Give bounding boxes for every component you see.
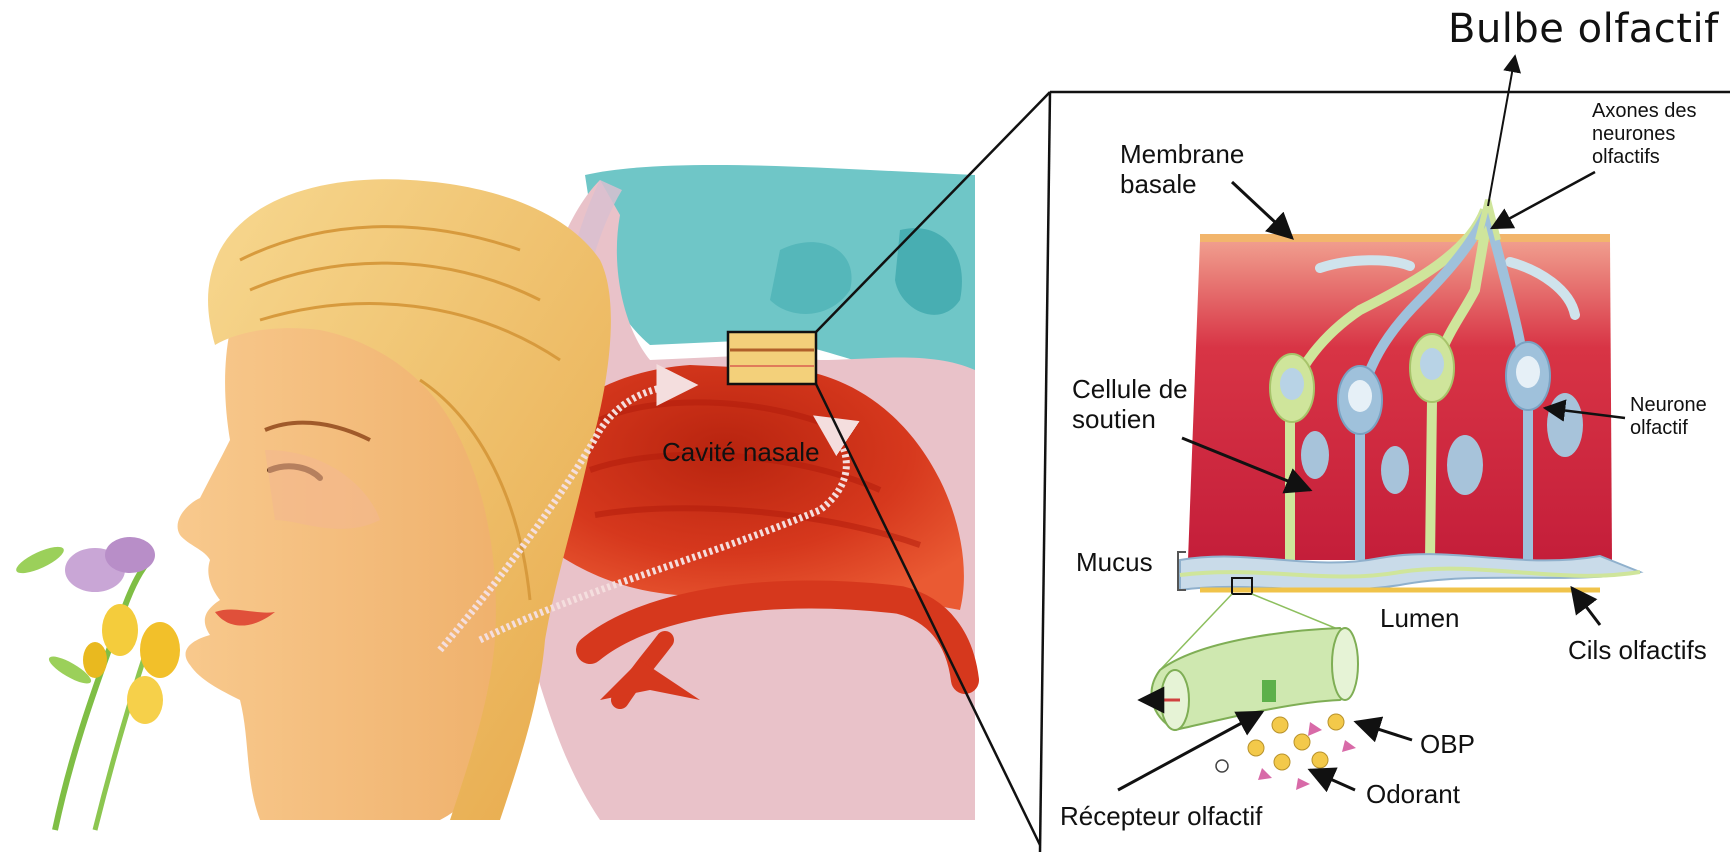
label-obp: OBP [1420,730,1475,760]
label-cellule-de-soutien: Cellule de soutien [1072,375,1212,435]
flower-illustration [13,537,180,830]
label-odorant: Odorant [1366,780,1460,810]
label-cils-olfactifs: Cils olfactifs [1568,636,1707,666]
label-axones: Axones des neurones olfactifs [1592,100,1712,169]
label-neurone-olfactif: Neurone olfactif [1630,394,1730,440]
label-recepteur-olfactif: Récepteur olfactif [1060,802,1262,832]
head-illustration [13,165,975,830]
label-bulbe-olfactif: Bulbe olfactif [1448,6,1719,52]
label-cavite-nasale: Cavité nasale [662,438,820,468]
zoom-box [728,332,816,384]
label-lumen: Lumen [1380,604,1460,634]
label-membrane-basale: Membrane basale [1120,140,1270,200]
label-mucus: Mucus [1076,548,1153,578]
